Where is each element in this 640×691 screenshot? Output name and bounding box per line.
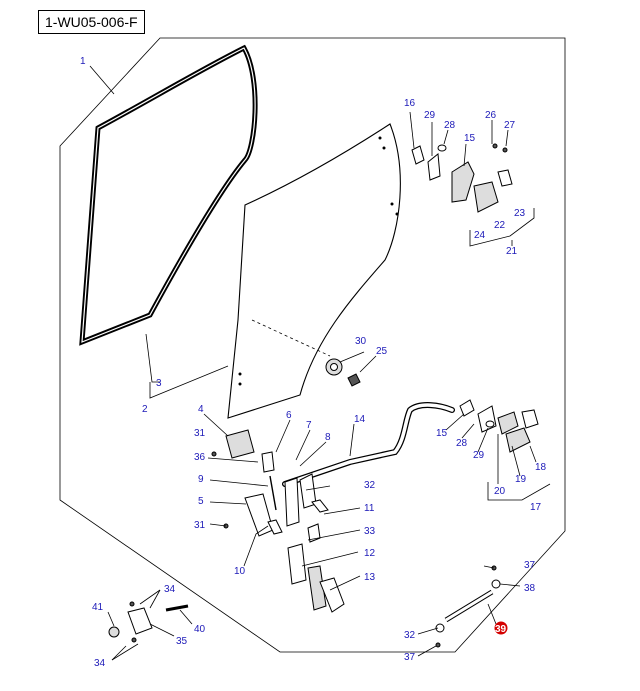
handle-rod-assembly [211,402,455,613]
callout-25: 25 [376,346,388,357]
callout-13: 13 [364,572,376,583]
callout-12: 12 [364,548,376,559]
callout-31-upper: 31 [194,428,206,439]
callout-11: 11 [364,503,375,514]
callout-27: 27 [504,120,516,131]
callout-15-lower: 15 [436,428,448,439]
callout-39-marker [494,621,508,635]
lower-hinge-group [459,399,539,453]
callout-35: 35 [176,636,188,647]
callout-38: 38 [524,583,536,594]
callout-18: 18 [535,462,547,473]
callout-37-lower: 37 [404,652,416,663]
callout-29-upper: 29 [424,110,436,121]
callout-32-handle: 32 [364,480,376,491]
upper-hinge-group [411,143,513,213]
callout-32-strut: 32 [404,630,416,641]
callout-15-upper: 15 [464,133,476,144]
callout-8: 8 [325,432,331,443]
callout-17: 17 [530,502,542,513]
door-seal [79,44,258,346]
callout-5: 5 [198,496,204,507]
callout-10: 10 [234,566,246,577]
callout-1: 1 [80,56,86,67]
callout-2: 2 [142,404,148,415]
grommet-and-bolt [325,358,361,387]
callout-24: 24 [474,230,486,241]
callout-34-top: 34 [164,584,176,595]
callout-4: 4 [198,404,204,415]
door-glass [227,123,401,419]
callout-31-lower: 31 [194,520,206,531]
callout-37-upper: 37 [524,560,536,571]
latch-group [108,601,189,643]
callout-6: 6 [286,410,292,421]
callout-3: 3 [156,378,162,389]
callout-36: 36 [194,452,206,463]
callout-9: 9 [198,474,204,485]
callout-28-lower: 28 [456,438,468,449]
leader-lines [89,65,551,661]
callout-30: 30 [355,336,367,347]
callout-41: 41 [92,602,104,613]
callout-7: 7 [306,420,312,431]
gas-strut-group [435,565,501,648]
page-code: 1-WU05-006-F [38,10,145,34]
callout-20: 20 [494,486,506,497]
callout-40: 40 [194,624,206,635]
callout-26: 26 [485,110,497,121]
callout-16: 16 [404,98,416,109]
callout-34-bottom: 34 [94,658,106,669]
callout-23: 23 [514,208,526,219]
callout-14: 14 [354,414,366,425]
callout-labels: 1 2 3 4 5 6 7 8 9 10 11 12 13 14 15 15 1… [80,56,547,669]
callout-29-lower: 29 [473,450,485,461]
callout-28-upper: 28 [444,120,456,131]
callout-33: 33 [364,526,376,537]
callout-21: 21 [506,246,518,257]
diagram-frame [59,37,566,653]
callout-22: 22 [494,220,506,231]
callout-39: 39 [495,624,507,635]
callout-19: 19 [515,474,527,485]
